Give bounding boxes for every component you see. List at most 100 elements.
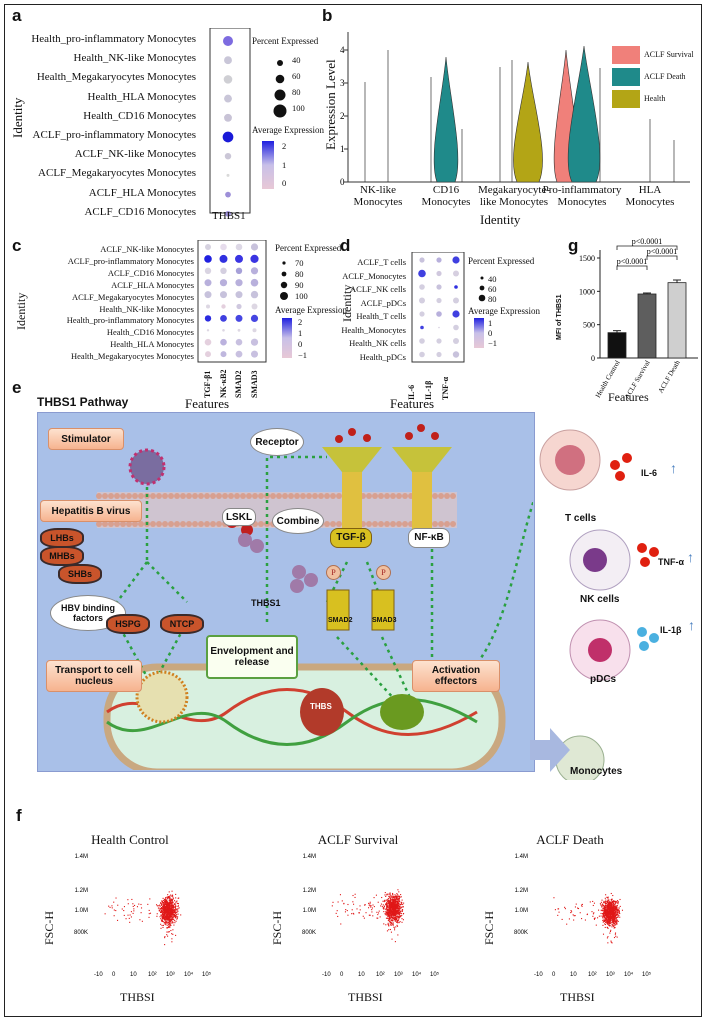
pathway-title: THBS1 Pathway [37, 395, 129, 409]
panel-b-x-title: Identity [480, 212, 521, 227]
membrane-lipid [384, 493, 390, 499]
panel-c-row-label: ACLF_NK-like Monocytes [100, 244, 194, 254]
panel-a-x-label: THBS1 [212, 210, 246, 222]
panel-c-pct-title: Percent Expressed [275, 243, 342, 253]
panel-a-row-label: Health_HLA Monocytes [87, 90, 196, 103]
panel-a-pct-40: 40 [292, 55, 301, 65]
membrane-lipid [294, 493, 300, 499]
panel-d-dot [438, 326, 440, 329]
panel-a-y-title: Identity [10, 97, 25, 138]
panel-c-row-label: ACLF_HLA Monocytes [111, 279, 194, 290]
membrane-lipid [402, 493, 408, 499]
panel-d-row-label: Health_T cells [356, 311, 406, 321]
membrane-lipid [114, 521, 120, 527]
panel-f-label: f [16, 806, 22, 825]
panel-c-y-title: Identity [14, 292, 28, 330]
panel-c-dot [250, 338, 259, 346]
panel-c-colorbar [282, 318, 292, 358]
membrane-lipid [276, 493, 282, 499]
membrane-lipid [288, 493, 294, 499]
panel-c-dot [236, 303, 242, 310]
panel-f-y-tick-label: 1.0M [75, 908, 88, 914]
panel-c-dot [222, 329, 225, 332]
panel-b-category-label: NK-like Monocytes [353, 184, 403, 208]
features-right: Features [390, 396, 435, 411]
membrane-lipid [126, 493, 132, 499]
panel-d-pct-title: Percent Expressed [468, 256, 535, 266]
panel-a-dot [225, 210, 231, 217]
nkcells-label: NK cells [580, 594, 620, 605]
panel-c-avg-title: Average Expression [275, 305, 348, 315]
panel-f-plot-title: ACLF Survival [317, 832, 399, 847]
panel-g-comparison-bracket [646, 255, 678, 260]
panel-f-y-tick-label: 1.2M [75, 888, 88, 894]
panel-f-y-tick-label: 1.0M [515, 908, 528, 914]
membrane-lipid [108, 493, 114, 499]
membrane-lipid [264, 521, 270, 527]
membrane-lipid [438, 493, 444, 499]
thbs-label: THBS [310, 702, 332, 711]
panel-f-y-label: FSC-H [482, 910, 496, 945]
monocytes-label: Monocytes [570, 766, 623, 777]
panel-c-dot [251, 303, 258, 310]
panel-c-pct-90: 90 [295, 280, 304, 290]
panel-f-y-tick-label: 1.0M [303, 908, 316, 914]
membrane-lipid [234, 493, 240, 499]
membrane-lipid [102, 493, 108, 499]
panel-f-y-tick-label: 800K [302, 930, 316, 936]
panel-c-avg-1: 1 [298, 328, 303, 338]
panel-a-row-label: Health_pro-inflammatory Monocytes [31, 33, 196, 45]
il6-label: IL-6 [641, 468, 658, 478]
membrane-lipid [450, 493, 456, 499]
panel-c-row-label: Health_NK-like Monocytes [99, 303, 194, 314]
panel-a-dot [225, 191, 231, 198]
panel-c-dot [250, 290, 259, 299]
panel-c-dot [250, 243, 259, 251]
panel-c-dot [220, 267, 227, 274]
panel-g-comparison-bracket [616, 265, 648, 270]
panel-d-dot [453, 324, 459, 331]
panel-a-row-label: ACLF_CD16 Monocytes [84, 205, 196, 218]
membrane-lipid [162, 493, 168, 499]
membrane-lipid [444, 521, 450, 527]
membrane-lipid [150, 521, 156, 527]
panel-d-dot [436, 284, 442, 290]
panel-d-dot [419, 311, 425, 317]
panel-d-size-legend-dot [479, 285, 485, 291]
panel-d-avg-1: 1 [488, 318, 493, 328]
panel-f-y-tick-label: 800K [514, 930, 528, 936]
panel-f-y-tick-label: 1.4M [303, 854, 316, 860]
panel-d-row-label: Health_Monocytes [341, 324, 406, 335]
membrane-lipid [210, 493, 216, 499]
membrane-lipid [336, 493, 342, 499]
panel-d-dot [436, 351, 442, 358]
panel-a-avg-title: Average Expression [252, 125, 325, 135]
panel-a-dot [222, 131, 234, 143]
il1b-label: IL-1β [660, 625, 682, 635]
panel-c-dot [219, 254, 228, 263]
panel-d-dot [436, 338, 442, 344]
membrane-lipid [168, 493, 174, 499]
membrane-lipid [198, 493, 204, 499]
panel-d-avg-0: 0 [488, 328, 493, 338]
panel-c-dot [235, 267, 243, 274]
panel-d-dot [419, 351, 425, 358]
panel-d-row-label: ACLF_pDCs [360, 297, 406, 308]
panel-d-dotplot [411, 252, 465, 363]
panel-c-size-legend [280, 261, 288, 300]
panel-a-row-label: ACLF_pro-inflammatory Monocytes [32, 129, 196, 141]
membrane-lipid [216, 521, 222, 527]
panel-c-dot [204, 291, 212, 299]
panel-c-dot [235, 243, 243, 251]
membrane-lipid [378, 493, 384, 499]
panel-c-dot [220, 243, 227, 251]
panel-a-avg-0: 0 [282, 178, 287, 188]
membrane-lipid [156, 521, 162, 527]
membrane-lipid [174, 493, 180, 499]
membrane-lipid [378, 521, 384, 527]
membrane-lipid [324, 521, 330, 527]
panel-b-y-tick-label: 1 [340, 144, 345, 154]
panel-d-row-label: ACLF_NK cells [350, 284, 406, 294]
membrane-lipid [180, 493, 186, 499]
